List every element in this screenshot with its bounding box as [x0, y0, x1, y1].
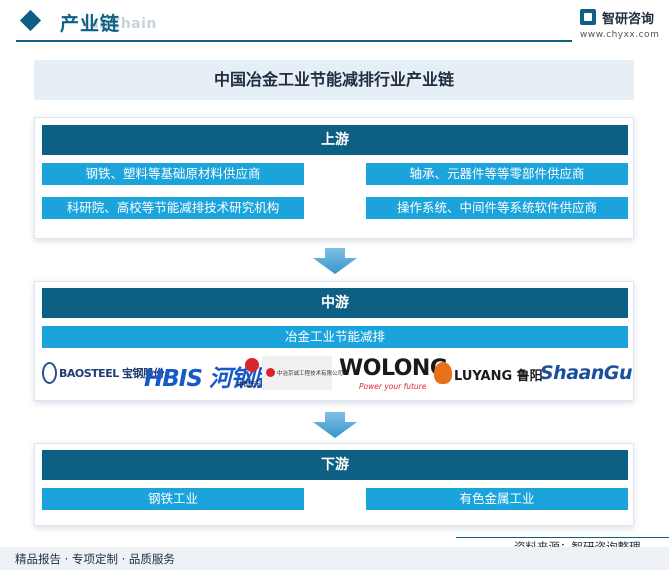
- footer-band: [0, 547, 669, 570]
- ceri-logo-icon: [266, 368, 275, 377]
- diagram-title: 中国冶金工业节能减排行业产业链: [34, 60, 634, 100]
- company-slogan: Power your future: [359, 382, 427, 391]
- company-logo-hbis: HBIS 河钢股份: [144, 356, 298, 392]
- header-divider: [16, 40, 572, 42]
- header-watermark: ial Chain: [84, 16, 157, 32]
- downstream-item: 有色金属工业: [366, 488, 628, 510]
- minmetals-logo-icon: [245, 358, 259, 372]
- company-name: BAOSTEEL 宝钢股份: [59, 367, 165, 380]
- ceri-logo-background: 中冶京诚工程技术有限公司: [262, 356, 343, 390]
- company-name: WOLONG: [339, 356, 448, 381]
- upstream-item: 科研院、高校等节能减排技术研究机构: [42, 197, 304, 219]
- luyang-logo-icon: [434, 362, 452, 384]
- company-name: 中冶京诚工程技术有限公司: [277, 371, 344, 377]
- upstream-title: 上游: [42, 125, 628, 155]
- upstream-item: 钢铁、塑料等基础原材料供应商: [42, 163, 304, 185]
- company-logo-luyang: LUYANG 鲁阳: [434, 356, 543, 392]
- company-logo-shaangu: ShaanGu: [540, 356, 633, 392]
- company-logo-minmetals: 中国五矿: [237, 356, 263, 392]
- company-name: 中国五矿: [237, 380, 263, 388]
- downstream-item: 钢铁工业: [42, 488, 304, 510]
- logo-url: www.chyxx.com: [580, 30, 660, 40]
- baosteel-logo-icon: [42, 362, 57, 384]
- diamond-icon: [19, 9, 42, 32]
- company-logo-baosteel: BAOSTEEL 宝钢股份: [42, 356, 165, 392]
- down-arrow-icon: [313, 412, 357, 438]
- midstream-subtitle: 冶金工业节能减排: [42, 326, 628, 348]
- footer-tagline: 精品报告 · 专项定制 · 品质服务: [15, 552, 175, 566]
- midstream-title: 中游: [42, 288, 628, 318]
- upstream-item: 轴承、元器件等等零部件供应商: [366, 163, 628, 185]
- company-name: ShaanGu: [540, 362, 633, 384]
- header-title: 产业链: [60, 13, 121, 35]
- footer-divider: [456, 537, 669, 538]
- page-header: ial Chain 产业链: [0, 0, 669, 48]
- upstream-item: 操作系统、中间件等系统软件供应商: [366, 197, 628, 219]
- chyxx-logo-icon: [580, 9, 596, 25]
- company-logo-wolong: WOLONG Power your future: [339, 356, 448, 392]
- down-arrow-icon: [313, 248, 357, 274]
- company-name: LUYANG 鲁阳: [454, 369, 543, 384]
- company-logo-ceri: 中冶京诚工程技术有限公司: [262, 356, 343, 392]
- midstream-section: 中游 冶金工业节能减排: [34, 281, 634, 401]
- downstream-title: 下游: [42, 450, 628, 480]
- upstream-section: 上游 钢铁、塑料等基础原材料供应商 轴承、元器件等等零部件供应商 科研院、高校等…: [34, 117, 634, 239]
- logo-name: 智研咨询: [602, 12, 655, 27]
- downstream-section: 下游 钢铁工业 有色金属工业: [34, 443, 634, 526]
